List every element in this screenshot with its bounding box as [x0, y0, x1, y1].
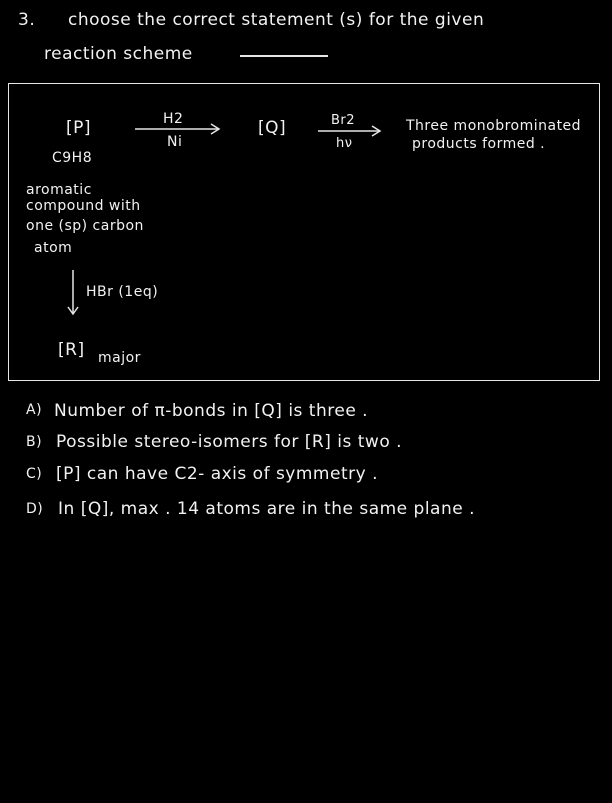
compound-p-description-line: compound with: [26, 198, 141, 214]
option-letter: C): [26, 466, 43, 482]
question-number: 3.: [18, 10, 36, 30]
compound-p-description-line: atom: [34, 240, 73, 256]
step1-reagent-top: H2: [163, 111, 184, 127]
option-text: [P] can have C2- axis of symmetry .: [56, 464, 378, 484]
option-text: In [Q], max . 14 atoms are in the same p…: [58, 499, 476, 519]
option-text: Number of π-bonds in [Q] is three .: [54, 401, 369, 421]
compound-p-label: [P]: [66, 118, 92, 138]
compound-q-label: [Q]: [258, 118, 287, 138]
reaction-arrow-down-icon: [67, 270, 79, 316]
step2-reagent-bottom: hν: [336, 136, 353, 151]
compound-p-description-line: aromatic: [26, 182, 92, 198]
result-line: Three monobrominated: [406, 118, 582, 134]
result-line: products formed .: [412, 136, 546, 152]
reaction-scheme-box: [8, 83, 600, 381]
step1-reagent-bottom: Ni: [167, 134, 183, 150]
reaction-arrow-right-icon: [135, 123, 221, 135]
compound-r-label: [R]: [58, 340, 85, 360]
reaction-arrow-right-icon: [318, 125, 382, 137]
option-letter: D): [26, 501, 44, 517]
option-letter: B): [26, 434, 43, 450]
step2-reagent-top: Br2: [331, 113, 356, 128]
answer-blank: [240, 55, 328, 57]
compound-p-formula: C9H8: [52, 150, 93, 166]
compound-r-note: major: [98, 350, 141, 366]
step3-reagent: HBr (1eq): [86, 284, 159, 300]
option-letter: A): [26, 402, 43, 418]
question-line-1: choose the correct statement (s) for the…: [68, 10, 485, 30]
question-line-2: reaction scheme: [44, 44, 193, 64]
compound-p-description-line: one (sp) carbon: [26, 218, 144, 234]
option-text: Possible stereo-isomers for [R] is two .: [56, 432, 403, 452]
